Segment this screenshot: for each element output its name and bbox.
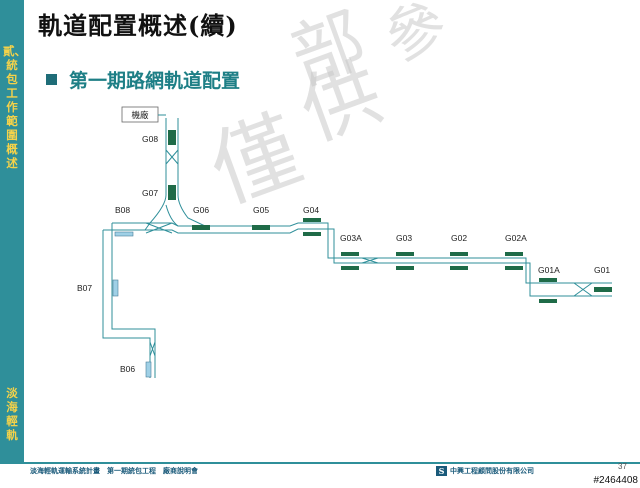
- south-track-right: [111, 223, 156, 378]
- platform-g01a-upper: [539, 278, 557, 282]
- label-g04: G04: [303, 205, 319, 215]
- platform-g03-lower: [396, 266, 414, 270]
- label-b08: B08: [115, 205, 130, 215]
- main-track-upper: [112, 222, 612, 284]
- platform-g04-upper: [303, 218, 321, 222]
- footer-company-text: 中興工程顧問股份有限公司: [450, 466, 534, 475]
- platform-g06: [192, 225, 210, 230]
- label-g03a: G03A: [340, 233, 362, 243]
- platform-g03a-upper: [341, 252, 359, 256]
- platform-b07: [112, 279, 119, 297]
- platform-g02-lower: [450, 266, 468, 270]
- platform-g03a-lower: [341, 266, 359, 270]
- platform-b06: [145, 361, 152, 378]
- label-g06: G06: [193, 205, 209, 215]
- platform-g08: [168, 130, 176, 145]
- side-section-label: 貳、統包工作範圍概述: [3, 44, 26, 170]
- crossover-g03a: [361, 257, 379, 264]
- platform-g01: [594, 287, 612, 292]
- depot-track-left: [144, 118, 167, 231]
- platform-g03-upper: [396, 252, 414, 256]
- label-g03: G03: [396, 233, 412, 243]
- platform-g02-upper: [450, 252, 468, 256]
- label-b06: B06: [120, 364, 135, 374]
- depot-label: 機廠: [131, 110, 149, 120]
- section-subtitle: 第一期路網軌道配置: [46, 66, 240, 93]
- platform-g01a-lower: [539, 299, 557, 303]
- label-g01: G01: [594, 265, 610, 275]
- crossover-g01: [573, 282, 593, 297]
- section-subtitle-text: 第一期路網軌道配置: [69, 70, 241, 92]
- depot-connector: [165, 204, 179, 227]
- page-number: 37: [618, 462, 627, 471]
- platform-g02a-lower: [505, 266, 523, 270]
- platform-b08: [114, 231, 134, 237]
- side-project-label: 淡海輕軌: [6, 386, 18, 442]
- platform-g05: [252, 225, 270, 230]
- label-g01a: G01A: [538, 265, 560, 275]
- label-g02a: G02A: [505, 233, 527, 243]
- south-track-left: [102, 230, 151, 378]
- depot-track-right: [177, 118, 206, 227]
- crossover-b08: [145, 222, 173, 234]
- label-g02: G02: [451, 233, 467, 243]
- footer-project-text: 淡海輕軌運輸系統計畫 第一期統包工程 廠商說明會: [30, 466, 198, 475]
- square-bullet-icon: [46, 74, 57, 85]
- platform-g04-lower: [303, 232, 321, 236]
- label-g08: G08: [142, 134, 158, 144]
- crossover-b06: [149, 341, 156, 357]
- page-title: 軌道配置概述(續): [38, 11, 238, 40]
- company-logo-icon: S: [436, 466, 447, 476]
- side-banner: 貳、統包工作範圍概述 淡海輕軌: [0, 0, 26, 464]
- platform-g07: [168, 185, 176, 200]
- label-g07: G07: [142, 188, 158, 198]
- image-id-stamp: #2464408: [574, 474, 640, 488]
- label-g05: G05: [253, 205, 269, 215]
- platform-g02a-upper: [505, 252, 523, 256]
- main-track-lower: [103, 228, 612, 297]
- label-b07: B07: [77, 283, 92, 293]
- crossover-g08: [165, 149, 179, 165]
